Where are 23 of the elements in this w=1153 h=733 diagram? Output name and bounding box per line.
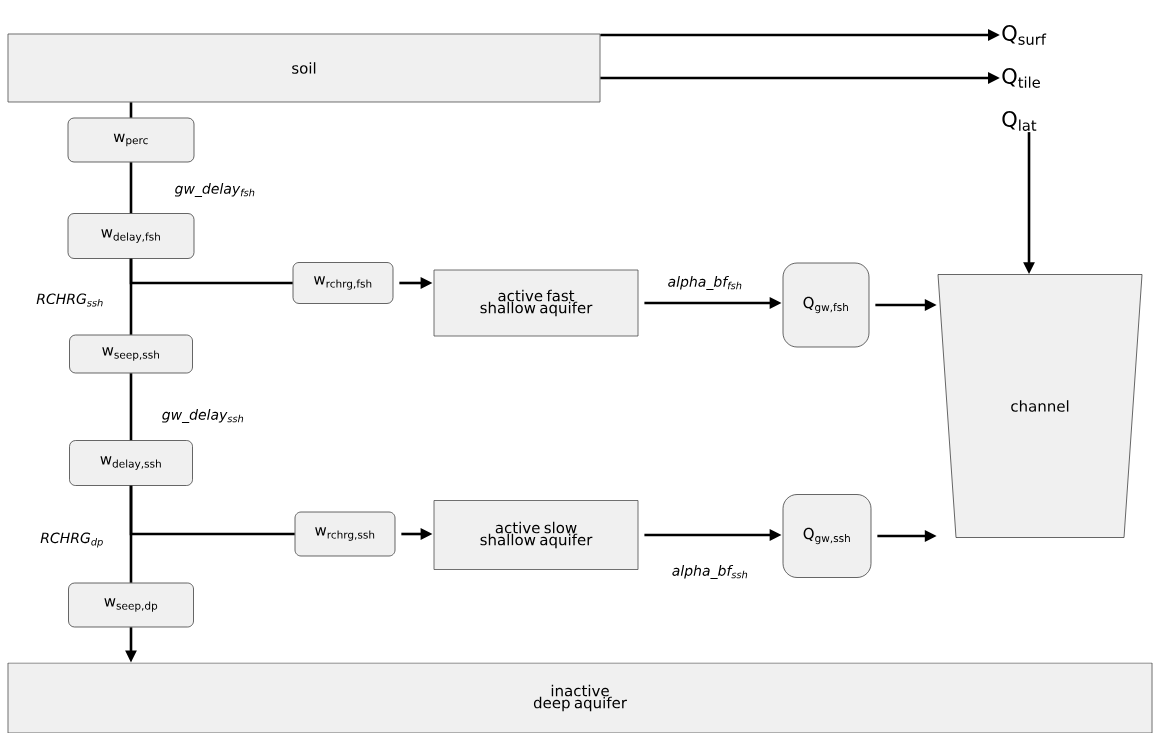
edge-label: RCHRG$_{dp}$ (40, 532, 103, 548)
flux-box: w$_{perc}$ (67, 117, 195, 163)
edge-label: gw_delay$_{fsh}$ (175, 183, 255, 197)
flux-box: w$_{seep,dp}$ (68, 582, 194, 628)
flow-label: Q$_{tile}$ (1002, 68, 1040, 88)
flux-box: w$_{delay,fsh}$ (67, 213, 195, 259)
store-box: active slow shallow aquifer (433, 500, 639, 570)
store-box: soil (7, 33, 601, 103)
flow-label: Q$_{surf}$ (1002, 25, 1047, 45)
flux-box: w$_{seep,ssh}$ (69, 334, 193, 374)
store-box: active fast shallow aquifer (433, 269, 639, 337)
flux-box: w$_{rchrg,ssh}$ (294, 511, 396, 557)
edge-label: RCHRG$_{ssh}$ (36, 293, 103, 307)
store-box: inactive deep aquifer (7, 662, 1153, 733)
edge-label: gw_delay$_{ssh}$ (162, 409, 244, 423)
channel-trapezoid: channel (937, 274, 1143, 538)
edge-label: alpha_bf$_{ssh}$ (672, 565, 748, 579)
flow-label: Q$_{lat}$ (1002, 111, 1037, 131)
flux-box: Q$_{gw,ssh}$ (782, 494, 872, 578)
flux-box: w$_{rchrg,fsh}$ (292, 262, 394, 304)
flux-box: Q$_{gw,fsh}$ (782, 262, 870, 348)
edge-label: alpha_bf$_{fsh}$ (668, 276, 742, 290)
flux-box: w$_{delay,ssh}$ (69, 440, 193, 486)
